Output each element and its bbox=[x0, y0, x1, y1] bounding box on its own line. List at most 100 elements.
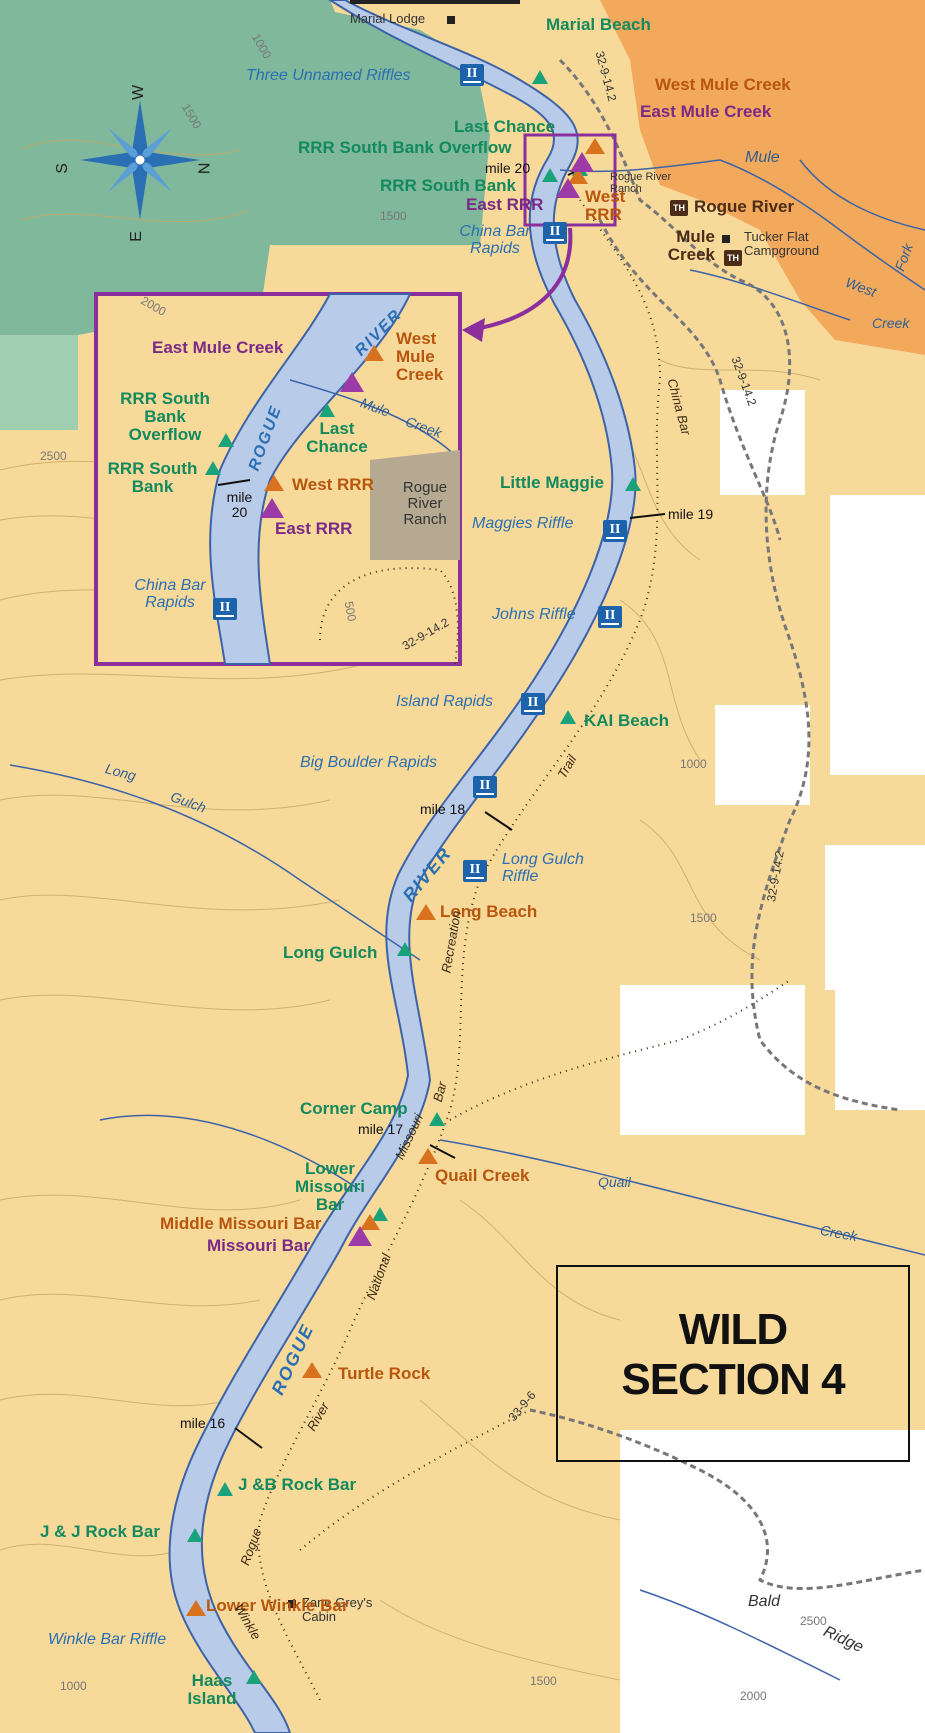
quail-label: Quail bbox=[598, 1174, 631, 1190]
class-ii-rapid-icon: II bbox=[603, 520, 627, 542]
roads bbox=[529, 58, 925, 1591]
camp-haas-island: Haas Island bbox=[187, 1671, 237, 1708]
creeks bbox=[9, 159, 925, 1681]
inset-last-chance: Last Chance bbox=[306, 419, 368, 456]
camp-turtle-rock: Turtle Rock bbox=[338, 1364, 431, 1383]
section-title-line1: WILD bbox=[678, 1305, 788, 1354]
rapid-maggies-riffle: Maggies Riffle bbox=[472, 515, 574, 532]
creek-label: Creek bbox=[872, 315, 910, 331]
inset-ranch-label: Rogue River Ranch bbox=[402, 479, 448, 528]
camp-quail-creek: Quail Creek bbox=[435, 1166, 530, 1185]
wilderness-light bbox=[0, 335, 78, 430]
contour-label: 1500 bbox=[690, 911, 717, 925]
camp-kai-beach: KAI Beach bbox=[584, 711, 670, 730]
compass-n: N bbox=[196, 162, 214, 175]
contour-label: 1500 bbox=[530, 1674, 557, 1688]
inset-east-rrr: East RRR bbox=[275, 519, 353, 538]
camp-lower-missouri-bar: Lower Missouri Bar bbox=[295, 1159, 365, 1214]
inset-river bbox=[209, 293, 412, 665]
white-block bbox=[825, 845, 925, 990]
camp-jj-rock-bar: J & J Rock Bar bbox=[40, 1522, 160, 1541]
rapid-china-bar: China Bar Rapids bbox=[459, 223, 531, 257]
mile-16: mile 16 bbox=[180, 1415, 226, 1431]
trailhead-rogue-river: Rogue River bbox=[694, 197, 795, 216]
inset-china-bar: China Bar Rapids bbox=[134, 577, 206, 611]
inset-arrow bbox=[469, 227, 573, 332]
white-block bbox=[620, 985, 805, 1135]
marial-lodge-label: Marial Lodge bbox=[350, 11, 426, 26]
white-block bbox=[620, 1430, 925, 1733]
camp-marial-beach: Marial Beach bbox=[546, 15, 651, 34]
camp-middle-missouri-bar: Middle Missouri Bar bbox=[160, 1214, 322, 1233]
class-ii-rapid-icon: II bbox=[543, 222, 567, 244]
marial-lodge-icon bbox=[447, 16, 455, 24]
camp-lower-winkle-bar: Lower Winkle Bar bbox=[206, 1596, 349, 1615]
class-ii-rapid-icon: II bbox=[460, 64, 484, 86]
rapid-big-boulder: Big Boulder Rapids bbox=[300, 754, 437, 771]
trailhead-icon: TH bbox=[724, 250, 742, 266]
zane-grey-icon bbox=[288, 1600, 296, 1608]
camp-west-rrr: West RRR bbox=[585, 187, 626, 224]
zane-grey-label: Zane Grey's Cabin bbox=[302, 1595, 373, 1624]
camp-missouri-bar: Missouri Bar bbox=[207, 1236, 310, 1255]
compass-e: E bbox=[127, 231, 145, 242]
private-land bbox=[600, 0, 925, 355]
trailhead-icon: TH bbox=[670, 200, 688, 216]
mile-17: mile 17 bbox=[358, 1121, 404, 1137]
inset-west-rrr: West RRR bbox=[292, 475, 374, 494]
rapid-johns-riffle: Johns Riffle bbox=[492, 606, 576, 623]
mile-19: mile 19 bbox=[668, 506, 714, 522]
inset-ranch bbox=[370, 450, 460, 560]
trailhead-mule-creek: Mule Creek bbox=[667, 227, 715, 264]
mile-20: mile 20 bbox=[485, 160, 531, 176]
camp-west-mule-creek: West Mule Creek bbox=[655, 75, 791, 94]
top-edge-bar bbox=[350, 0, 520, 4]
contour-label: 1500 bbox=[380, 209, 407, 223]
contour-label: 2500 bbox=[800, 1614, 827, 1628]
white-block bbox=[830, 495, 925, 775]
contour-label: 2000 bbox=[740, 1689, 767, 1703]
rogue-river bbox=[168, 0, 637, 1733]
rapid-long-gulch: Long Gulch Riffle bbox=[502, 851, 584, 885]
compass-w: W bbox=[130, 84, 148, 100]
mule-creek-label: Mule bbox=[745, 149, 780, 166]
contour-label: 1000 bbox=[680, 757, 707, 771]
camp-long-beach: Long Beach bbox=[440, 902, 538, 921]
camp-long-gulch: Long Gulch bbox=[283, 943, 378, 962]
compass-rose-icon bbox=[80, 100, 200, 220]
contour-label: 1000 bbox=[60, 1679, 87, 1693]
bald-label: Bald bbox=[748, 1593, 781, 1610]
inset-rrr-overflow: RRR South Bank Overflow bbox=[120, 389, 210, 444]
rapid-island: Island Rapids bbox=[396, 693, 493, 710]
class-ii-rapid-icon: II bbox=[598, 606, 622, 628]
camp-rrr-south-bank: RRR South Bank bbox=[380, 176, 516, 195]
rapid-three-unnamed: Three Unnamed Riffles bbox=[246, 67, 411, 84]
inset-contour-label: 500 bbox=[341, 600, 359, 623]
rapid-winkle-bar: Winkle Bar Riffle bbox=[48, 1631, 167, 1648]
class-ii-rapid-icon: II bbox=[213, 598, 237, 620]
camp-jb-rock-bar: J &B Rock Bar bbox=[238, 1475, 357, 1494]
section-title-line2: SECTION 4 bbox=[621, 1355, 845, 1404]
camp-corner-camp: Corner Camp bbox=[300, 1099, 408, 1118]
inset-east-mule-creek: East Mule Creek bbox=[152, 338, 284, 357]
mile-ticks bbox=[217, 164, 666, 1449]
inset-rrr-south-bank: RRR South Bank bbox=[107, 459, 198, 496]
mile-18: mile 18 bbox=[420, 801, 466, 817]
compass-s: S bbox=[53, 163, 71, 174]
class-ii-rapid-icon: II bbox=[463, 860, 487, 882]
inset-west-mule-creek: West Mule Creek bbox=[396, 329, 444, 384]
white-block bbox=[715, 705, 810, 805]
camp-east-rrr: East RRR bbox=[466, 195, 544, 214]
camp-last-chance: Last Chance bbox=[454, 117, 556, 136]
white-block bbox=[720, 390, 805, 495]
camp-east-mule-creek: East Mule Creek bbox=[640, 102, 772, 121]
camp-rrr-overflow: RRR South Bank Overflow bbox=[298, 138, 512, 157]
white-block bbox=[835, 990, 925, 1110]
camp-markers bbox=[186, 70, 641, 1684]
class-ii-rapid-icon: II bbox=[521, 693, 545, 715]
tucker-flat-icon bbox=[722, 235, 730, 243]
contour-label: 2500 bbox=[40, 449, 67, 463]
trail bbox=[257, 199, 791, 1701]
